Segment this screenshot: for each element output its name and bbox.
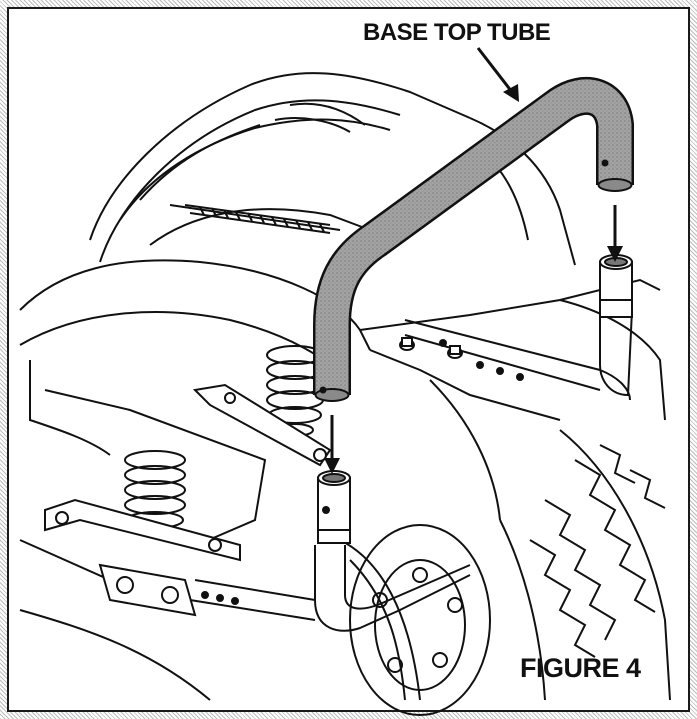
wheel-hub [349,524,491,716]
base-top-tube [313,77,634,402]
base-frame [189,309,633,632]
lower-tube-socket-left [317,470,351,544]
base-top-tube-callout: BASE TOP TUBE [363,19,551,46]
figure-number: FIGURE 4 [520,653,641,683]
lower-tube-socket-right [599,254,633,318]
down-arrow-icon [324,415,340,474]
callout-arrow-icon [476,47,519,102]
tire-tread [529,429,671,701]
seat-body [89,72,576,266]
seat-grille [184,204,331,234]
mounting-plate [44,383,332,617]
frame-bolts [399,337,463,359]
down-arrow-icon [607,205,623,262]
